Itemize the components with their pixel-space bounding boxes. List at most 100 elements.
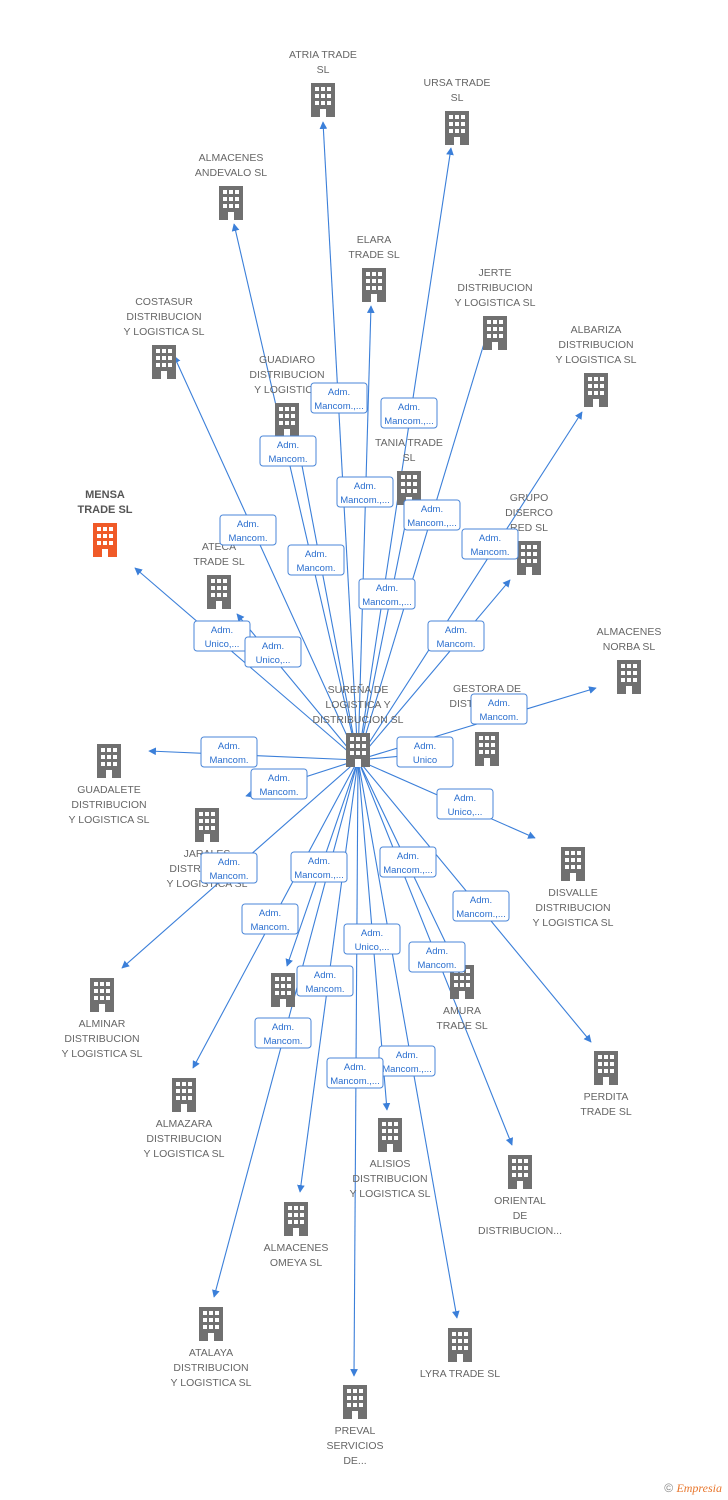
role-badge-diserco[interactable]: Adm.Mancom.: [427, 620, 485, 652]
role-badge-alminar[interactable]: Adm.Mancom.: [200, 852, 258, 884]
edge-to-lyra: [357, 759, 460, 1319]
role-badge-perdita[interactable]: Adm.Mancom.,...: [452, 890, 510, 922]
role-badge-almazara[interactable]: Adm.Mancom.: [241, 903, 299, 935]
role-badge-jerte[interactable]: Adm.Mancom.,...: [403, 499, 461, 531]
company-label: DISTRIBUCION...: [478, 1225, 562, 1237]
badge-text: Adm.: [426, 946, 448, 957]
company-label: DISERCO: [505, 507, 553, 519]
role-badge-guadiaro[interactable]: Adm.Mancom.: [287, 544, 345, 576]
company-label: LOGISTICA Y: [325, 699, 390, 711]
company-label: ALMACENES: [264, 1242, 329, 1254]
role-badge-oriental[interactable]: Adm.Mancom.,...: [378, 1045, 436, 1077]
role-badge-midnode[interactable]: Adm.Mancom.,...: [290, 851, 348, 883]
role-badge-costasur[interactable]: Adm.Mancom.: [219, 514, 277, 546]
badge-text: Unico: [413, 755, 437, 766]
company-node-midnode[interactable]: [271, 973, 295, 1007]
badge-text: Adm.: [421, 504, 443, 515]
building-icon: [219, 186, 243, 220]
company-node-lyra[interactable]: LYRA TRADE SL: [420, 1328, 500, 1380]
badge-text: Adm.: [218, 741, 240, 752]
building-icon: [561, 847, 585, 881]
role-badge-albariza[interactable]: Adm.Mancom.: [461, 528, 519, 560]
badge-text: Adm.: [305, 549, 327, 560]
role-badge-tania[interactable]: Adm.Mancom.,...: [358, 578, 416, 610]
company-label: AMURA: [443, 1005, 481, 1017]
badge-text: Adm.: [344, 1062, 366, 1073]
company-label: Y LOGISTICA SL: [124, 326, 205, 338]
role-badge-elara[interactable]: Adm.Mancom.,...: [336, 476, 394, 508]
company-label: ALISIOS: [370, 1158, 411, 1170]
edge-to-guadiaro: [293, 433, 359, 761]
company-label: TRADE SL: [348, 249, 400, 261]
edge-to-costasur: [173, 355, 359, 761]
role-badge-atria[interactable]: Adm.Mancom.,...: [310, 382, 368, 414]
role-badge-norba[interactable]: Adm.Mancom.: [470, 693, 528, 725]
role-badge-lyra[interactable]: Adm.Mancom.,...: [379, 846, 437, 878]
role-badge-ateca[interactable]: Adm.Unico,...: [244, 636, 302, 668]
role-badge-andevalo[interactable]: Adm.Mancom.: [259, 435, 317, 467]
role-badge-jarales[interactable]: Adm.Mancom.: [250, 768, 308, 800]
badge-text: Mancom.: [470, 547, 509, 558]
badge-text: Adm.: [314, 970, 336, 981]
company-label: DISTRIBUCION: [71, 799, 146, 811]
company-label: Y LOGISTICA SL: [533, 917, 614, 929]
badge-box: [380, 397, 438, 429]
role-badge-preval[interactable]: Adm.Mancom.,...: [326, 1057, 384, 1089]
building-icon: [517, 541, 541, 575]
badge-text: Mancom.,...: [314, 401, 364, 412]
company-label: DISTRIBUCION: [352, 1173, 427, 1185]
badge-text: Mancom.,...: [340, 495, 390, 506]
badge-text: Unico,...: [448, 807, 483, 818]
role-badge-disvalle[interactable]: Adm.Unico,...: [436, 788, 494, 820]
role-badge-omeya[interactable]: Adm.Mancom.: [296, 965, 354, 997]
company-node-preval[interactable]: PREVALSERVICIOSDE...: [327, 1385, 384, 1467]
badges-layer: Adm.Mancom.,...Adm.Mancom.,...Adm.Mancom…: [193, 382, 528, 1089]
company-label: COSTASUR: [135, 296, 193, 308]
company-label: Y LOGISTICA: [254, 384, 320, 396]
role-badge-gestora[interactable]: Adm.Unico: [396, 736, 454, 768]
role-badge-mensa[interactable]: Adm.Unico,...: [193, 620, 251, 652]
badge-text: Unico,...: [205, 639, 240, 650]
building-icon: [594, 1051, 618, 1085]
role-badge-amura[interactable]: Adm.Mancom.: [408, 941, 466, 973]
footer-credit[interactable]: © Empresia: [664, 1481, 722, 1496]
badge-text: Mancom.: [263, 1036, 302, 1047]
role-badge-ursa[interactable]: Adm.Mancom.,...: [380, 397, 438, 429]
company-label: DISTRIBUCION: [558, 339, 633, 351]
building-icon: [584, 373, 608, 407]
role-badge-atalaya[interactable]: Adm.Mancom.: [254, 1017, 312, 1049]
badge-text: Adm.: [308, 856, 330, 867]
edge-to-elara: [357, 305, 375, 761]
role-badge-guadalete[interactable]: Adm.Mancom.: [200, 736, 258, 768]
company-label: DISTRIBUCION: [173, 1362, 248, 1374]
company-label: Y LOGISTICA SL: [171, 1377, 252, 1389]
badge-text: Mancom.: [250, 922, 289, 933]
company-node-oriental[interactable]: ORIENTALDEDISTRIBUCION...: [478, 1155, 562, 1237]
building-icon: [483, 316, 507, 350]
badge-text: Adm.: [262, 641, 284, 652]
role-badge-alisios[interactable]: Adm.Unico,...: [343, 923, 401, 955]
